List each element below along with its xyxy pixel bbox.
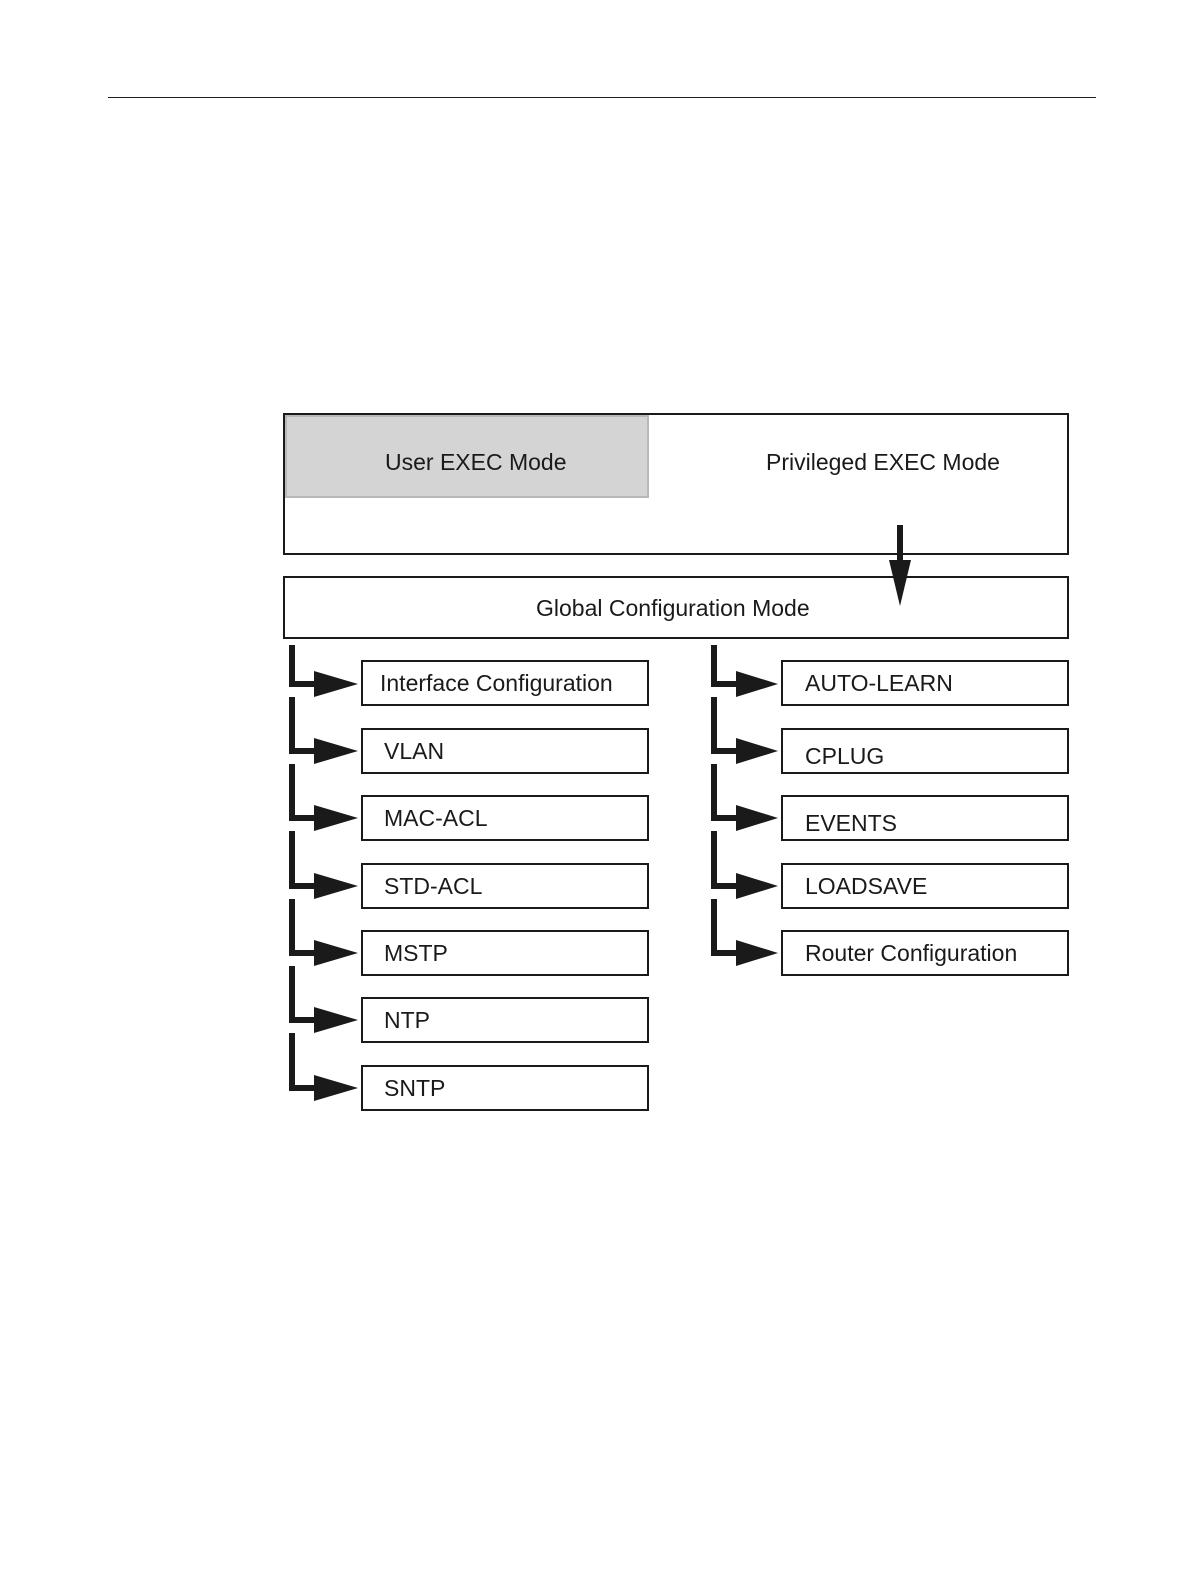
right-branch-arrow-icon (714, 764, 778, 831)
left-branch-arrow-icon (292, 697, 358, 764)
left-branch-arrow-icon (292, 899, 358, 966)
down-arrow-icon (889, 525, 911, 606)
right-branch-arrow-icon (714, 899, 778, 966)
left-branch-arrow-icon (292, 966, 358, 1033)
left-branch-arrow-icon (292, 645, 358, 697)
left-branch-arrow-icon (292, 764, 358, 831)
left-branch-arrow-icon (292, 831, 358, 899)
right-branch-arrow-icon (714, 697, 778, 764)
left-branch-arrow-icon (292, 1033, 358, 1101)
right-branch-arrow-icon (714, 645, 778, 697)
right-branch-arrow-icon (714, 831, 778, 899)
